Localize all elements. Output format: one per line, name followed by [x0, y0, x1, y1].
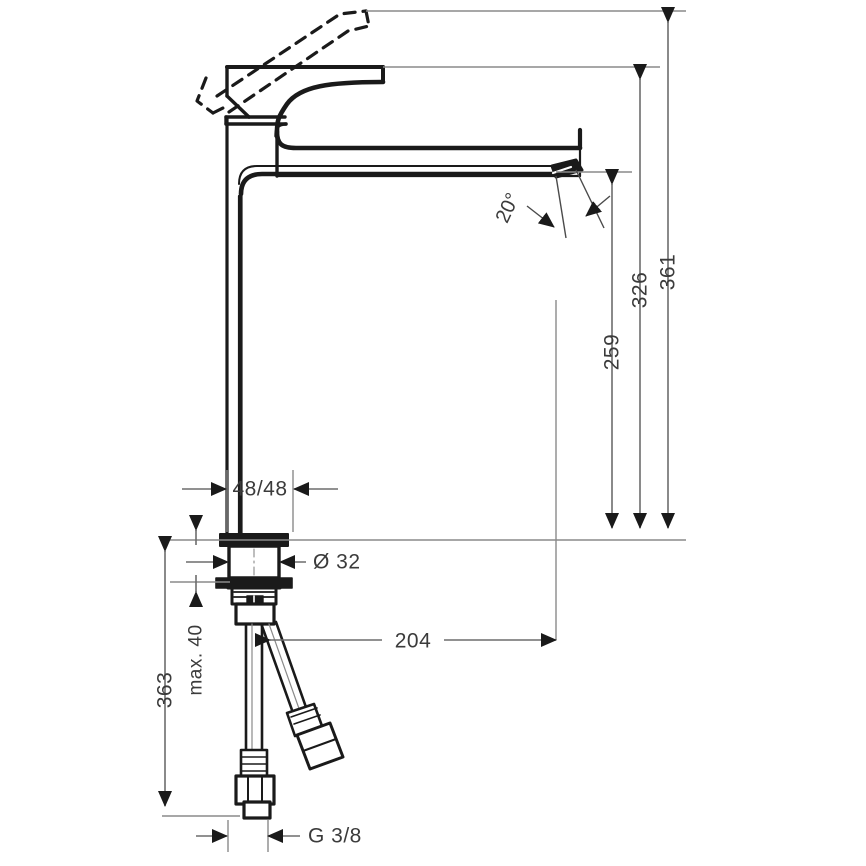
horizontal-dimension-4848: 48/48: [182, 478, 338, 501]
dim-label-g38: G 3/8: [308, 825, 362, 848]
dim-label-204: 204: [395, 630, 432, 653]
vertical-dimension-326: 326: [629, 64, 652, 529]
horizontal-dimension-dia32: Ø 32: [186, 551, 361, 574]
connector-nut-left: [234, 774, 276, 806]
vertical-dimension-363: 363: [154, 536, 177, 807]
dim-label-326: 326: [629, 272, 652, 309]
angle-leader-left: [555, 175, 567, 239]
dim-label-4848: 48/48: [232, 478, 287, 501]
dim-label-361: 361: [657, 254, 680, 291]
dim-label-204-backing: [382, 627, 444, 653]
dim-label-max40: max. 40: [186, 624, 207, 695]
mounting-nut-stack: [215, 577, 293, 626]
spout-lower-surface: [238, 162, 573, 197]
horizontal-dimension-204: 204: [255, 627, 557, 653]
hose-ferrule-left: [239, 748, 269, 778]
angle-arrow-left: [526, 205, 555, 228]
angle-leader-right: [575, 169, 605, 229]
faucet-product-outline: [195, 9, 584, 820]
connector-nut-right: [295, 721, 345, 771]
angle-arrow-right: [585, 195, 611, 217]
top-nut-detail: [242, 800, 272, 820]
horizontal-dimension-g38: G 3/8: [196, 825, 362, 848]
body-front-edge: [237, 194, 243, 536]
dim-label-dia32: Ø 32: [313, 551, 361, 574]
vertical-dimension-max40: max. 40: [186, 515, 207, 696]
vertical-dimension-259: 259: [601, 169, 624, 529]
dim-label-259: 259: [601, 334, 624, 371]
mounting-shank: [227, 544, 281, 580]
dim-label-363: 363: [154, 672, 177, 709]
vertical-dimension-361: 361: [657, 7, 680, 529]
